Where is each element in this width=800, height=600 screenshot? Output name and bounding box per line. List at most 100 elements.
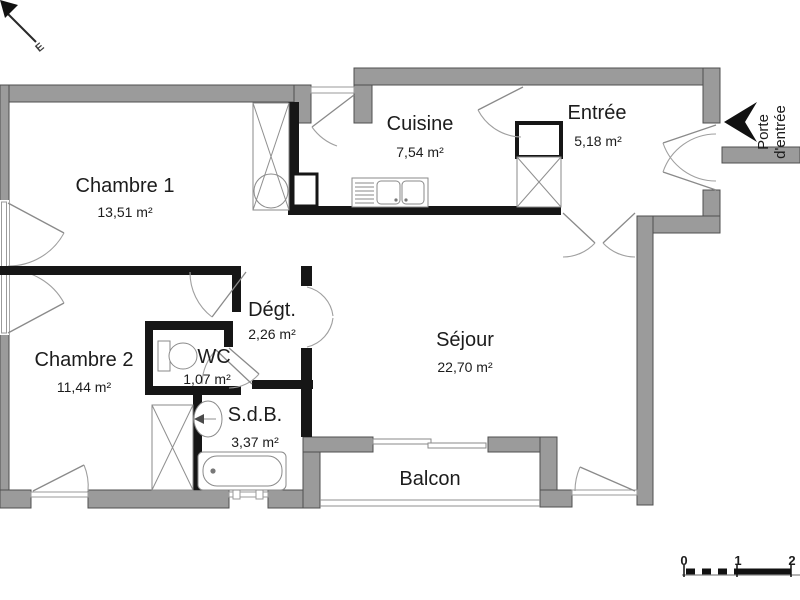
living-door-leaf [562, 212, 596, 244]
wall-segment [0, 489, 32, 509]
room-name-degt: Dégt. [248, 299, 296, 321]
balcony-railing [320, 499, 540, 507]
window-casement-leaf [579, 466, 636, 492]
balcony-wall [302, 436, 374, 453]
sink-basin [401, 180, 425, 205]
scale-tick-1: 1 [734, 553, 741, 568]
window-glazing [30, 491, 89, 498]
room-name-sdb: S.d.B. [228, 404, 282, 426]
window-casement-arc [83, 464, 89, 492]
entry-door-annotation: Porte d'entrée [724, 102, 789, 159]
wall-segment [0, 84, 297, 103]
bathroom-door-arc [201, 349, 217, 385]
entry-arrow-icon [724, 102, 757, 142]
living-door-arc [602, 242, 636, 258]
room-area-entree: 5,18 m² [574, 133, 622, 149]
partition [193, 395, 202, 490]
kitchen-door-leaf [477, 86, 524, 111]
interior-walls [0, 102, 563, 490]
scale-tick-0: 0 [680, 553, 687, 568]
entry-door-leaf [662, 124, 717, 144]
entry-door-leaf [662, 171, 717, 191]
closet-cross [151, 404, 194, 491]
room-name-wc: WC [197, 346, 230, 368]
closet-cross [516, 156, 562, 208]
scale-bar: 0 1 2 [680, 553, 800, 577]
bathroom-door-leaf [215, 349, 253, 385]
window-jamb [353, 84, 373, 124]
room-area-chambre1: 13,51 m² [97, 204, 153, 220]
partition [145, 386, 241, 395]
partition [0, 266, 241, 275]
window-glazing [232, 489, 241, 500]
partition [301, 266, 312, 286]
room-area-wc: 1,07 m² [183, 371, 231, 387]
water-heater [253, 173, 289, 209]
sink-drainboard [355, 182, 374, 204]
room-labels: Chambre 1 13,51 m² Cuisine 7,54 m² Entré… [35, 102, 627, 490]
entry-door-label-line1: Porte [755, 114, 772, 150]
partition [145, 321, 233, 330]
partition [224, 321, 233, 347]
balcony-wall [539, 489, 573, 508]
room-name-sejour: Séjour [436, 329, 494, 351]
window-casement-arc [574, 466, 581, 492]
partition [301, 348, 312, 437]
window-casement-leaf [32, 464, 85, 492]
sliding-door-panel [372, 438, 432, 445]
bathtub [197, 451, 287, 491]
window-glazing [255, 489, 264, 500]
partition [288, 206, 561, 215]
window-casement-leaf [7, 302, 65, 334]
partition [145, 321, 153, 395]
window-casement-leaf [7, 202, 65, 234]
fixtures [157, 177, 429, 491]
service-duct [291, 172, 319, 208]
compass-arrow-icon [0, 0, 18, 18]
wall-segment [636, 215, 654, 506]
wall-segment [353, 67, 721, 86]
toilet-bowl [168, 342, 198, 370]
compass: E [0, 0, 47, 55]
window-casement-leaf [311, 94, 355, 128]
wall-segment [87, 489, 230, 509]
closets [151, 102, 562, 491]
entry-door-label-line2: d'entrée [772, 105, 789, 159]
living-door-arc [562, 242, 596, 258]
bathtub-inner [202, 455, 283, 487]
room-area-cuisine: 7,54 m² [396, 144, 444, 160]
kitchen-door-arc [477, 109, 522, 138]
sink-tap [394, 198, 398, 202]
bathtub-tap [210, 468, 216, 474]
window-casement-arc [311, 126, 338, 147]
room-name-balcon: Balcon [399, 468, 460, 490]
compass-letter: E [33, 41, 46, 55]
window-casement-arc [7, 232, 65, 267]
bedroom1-door-arc [189, 271, 213, 318]
closet-cross [252, 102, 290, 211]
window-glazing [228, 491, 269, 498]
window-glazing [310, 86, 355, 94]
wc-door-arc [228, 373, 260, 389]
bedroom1-door-leaf [211, 271, 247, 318]
partition [252, 380, 313, 389]
room-area-chambre2: 11,44 m² [57, 379, 112, 395]
scale-tick-2: 2 [788, 553, 795, 568]
partition [232, 266, 241, 312]
room-name-entree: Entrée [568, 102, 627, 124]
room-name-chambre2: Chambre 2 [35, 349, 134, 371]
room-area-degt: 2,26 m² [248, 326, 296, 342]
room-name-cuisine: Cuisine [387, 113, 454, 135]
compass-needle [7, 13, 37, 43]
living-door-leaf [602, 212, 636, 244]
room-area-sejour: 22,70 m² [437, 359, 493, 375]
room-name-chambre1: Chambre 1 [76, 175, 175, 197]
service-duct [515, 121, 563, 159]
washbasin-tap-arrow [194, 414, 204, 424]
partition [288, 102, 299, 213]
wc-door-leaf [228, 347, 260, 375]
sink-basin [376, 180, 401, 205]
corridor-wall [721, 146, 800, 164]
